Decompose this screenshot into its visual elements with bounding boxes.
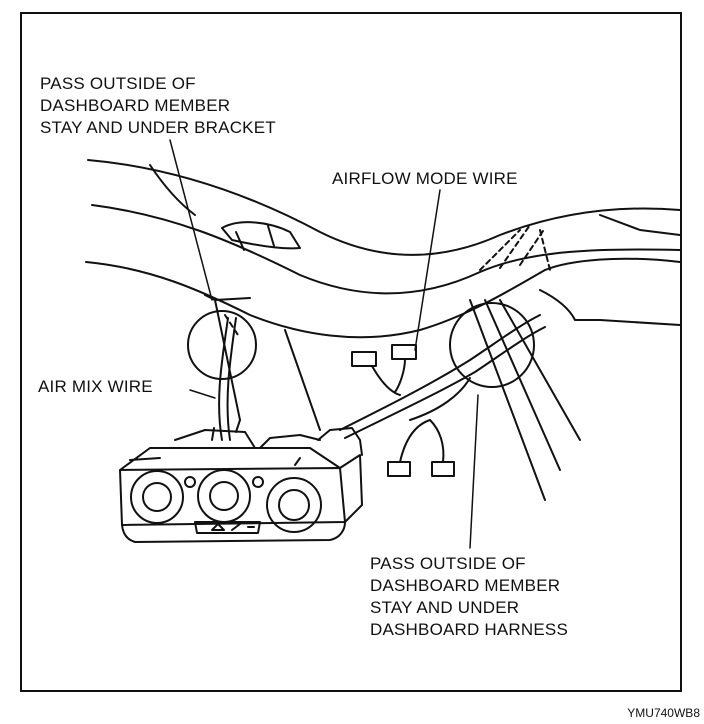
climate-control-panel <box>119 419 363 543</box>
label-line: DASHBOARD MEMBER <box>370 576 561 595</box>
hidden-lines <box>224 224 551 336</box>
label-line: STAY AND UNDER BRACKET <box>40 118 276 137</box>
label-line: PASS OUTSIDE OF <box>370 554 526 573</box>
figure-reference-code: YMU740WB8 <box>627 706 700 720</box>
label-pass-outside-harness: PASS OUTSIDE OF DASHBOARD MEMBER STAY AN… <box>370 553 568 641</box>
bracket-detail-circle <box>187 310 257 380</box>
air-mix-cable <box>218 317 237 441</box>
label-line: DASHBOARD MEMBER <box>40 96 231 115</box>
dashboard-panel <box>85 159 681 339</box>
upper-bracket <box>221 221 301 251</box>
label-line: DASHBOARD HARNESS <box>370 620 568 639</box>
leader-lines <box>169 139 479 549</box>
label-air-mix-wire: AIR MIX WIRE <box>38 377 153 396</box>
label-airflow-mode-wire: AIRFLOW MODE WIRE <box>332 169 518 188</box>
figure-border <box>20 12 682 692</box>
dashboard-member-stay <box>204 289 681 501</box>
harness-detail-circle <box>449 302 535 388</box>
label-pass-outside-bracket: PASS OUTSIDE OF DASHBOARD MEMBER STAY AN… <box>40 73 276 139</box>
connectors <box>351 344 455 477</box>
airflow-mode-cable <box>339 314 546 439</box>
label-line: PASS OUTSIDE OF <box>40 74 196 93</box>
label-line: STAY AND UNDER <box>370 598 520 617</box>
